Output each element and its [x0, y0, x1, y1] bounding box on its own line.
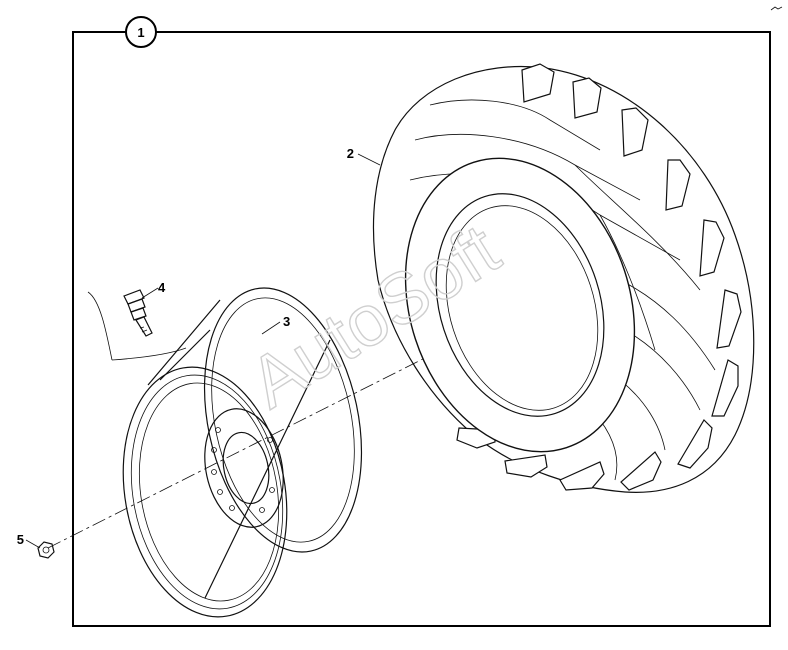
rim-back-flange [203, 287, 363, 553]
rim-front-flange-2 [130, 374, 284, 610]
leader-lines [25, 153, 381, 549]
nut[interactable] [37, 541, 55, 559]
rim-barrel [147, 299, 331, 599]
rim-hub [222, 431, 270, 505]
rim-disc [204, 408, 284, 528]
assembly-callout[interactable]: 1 [125, 16, 157, 48]
callout-4: 4 [158, 280, 166, 295]
tire[interactable] [369, 63, 755, 493]
tire-sidewall [404, 157, 636, 453]
tire-outline [372, 65, 755, 493]
valve[interactable] [123, 289, 153, 337]
tread-lugs [456, 63, 742, 491]
corner-mark [770, 6, 783, 11]
rim-bolt-holes [211, 427, 275, 513]
callout-5: 5 [17, 532, 24, 547]
rim[interactable] [104, 273, 384, 630]
rim-front-flange-3 [138, 382, 280, 602]
rim-back-flange-inner [211, 297, 355, 543]
callout-3: 3 [283, 314, 290, 329]
tire-bead-inner [445, 205, 599, 411]
tire-bead-opening [435, 193, 605, 417]
callout-2: 2 [347, 146, 354, 161]
diagram-frame [72, 31, 771, 627]
assembly-callout-number: 1 [137, 25, 144, 40]
valve-outline-curve [87, 291, 187, 361]
